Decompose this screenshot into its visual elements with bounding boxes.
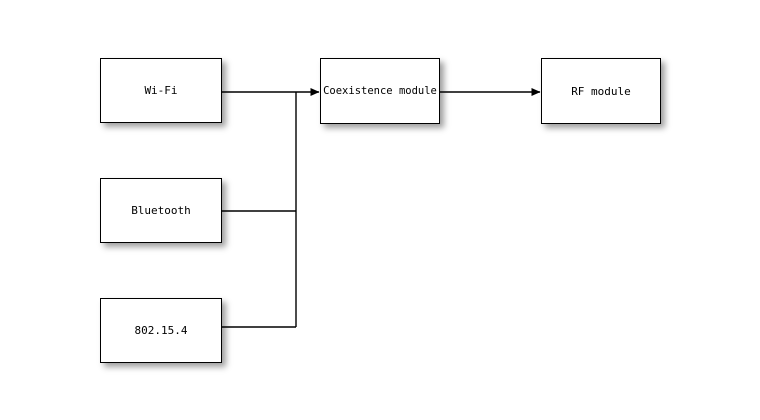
node-wifi-label: Wi-Fi: [144, 84, 178, 97]
node-802-15-4[interactable]: 802.15.4: [100, 298, 222, 363]
node-bluetooth-label: Bluetooth: [131, 204, 191, 217]
node-802-15-4-label: 802.15.4: [134, 324, 188, 337]
node-rf-module[interactable]: RF module: [541, 58, 661, 124]
node-rf-module-label: RF module: [571, 84, 631, 98]
node-bluetooth[interactable]: Bluetooth: [100, 178, 222, 243]
node-coexistence-module-label: Coexistence module: [323, 84, 437, 97]
node-coexistence-module[interactable]: Coexistence module: [320, 58, 440, 124]
node-wifi[interactable]: Wi-Fi: [100, 58, 222, 123]
